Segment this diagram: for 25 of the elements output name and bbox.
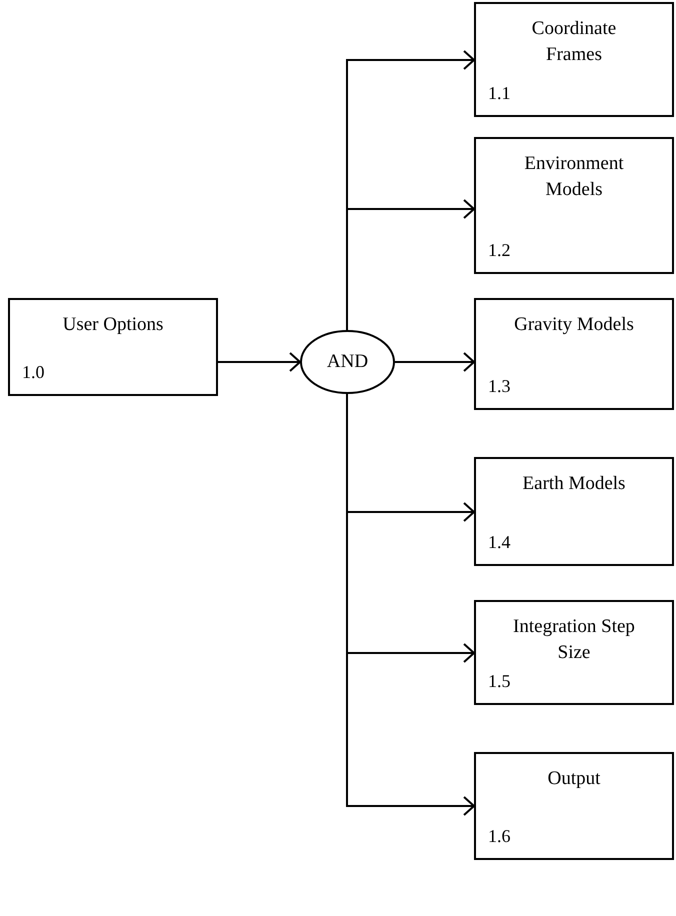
box-number: 1.0 xyxy=(22,361,46,384)
box-title: Environment Models xyxy=(523,152,625,202)
box-number: 1.1 xyxy=(488,82,512,105)
process-box xyxy=(474,2,674,117)
process-box xyxy=(8,298,218,396)
box-number: 1.5 xyxy=(488,670,512,693)
gate-label: AND xyxy=(326,350,368,374)
box-title: Gravity Models xyxy=(513,313,635,337)
process-box xyxy=(474,298,674,410)
box-title: Integration Step Size xyxy=(512,615,636,665)
process-box xyxy=(474,457,674,566)
box-number: 1.2 xyxy=(488,239,512,262)
arrow xyxy=(218,352,301,372)
box-title: Earth Models xyxy=(522,472,626,496)
box-title: Coordinate Frames xyxy=(530,17,618,67)
box-number: 1.6 xyxy=(488,825,512,848)
arrow xyxy=(395,352,475,372)
arrow xyxy=(346,199,475,330)
process-box xyxy=(474,137,674,274)
box-title: User Options xyxy=(62,313,164,337)
box-title: Output xyxy=(546,767,602,791)
process-box xyxy=(474,600,674,705)
box-number: 1.4 xyxy=(488,531,512,554)
box-number: 1.3 xyxy=(488,375,512,398)
process-box xyxy=(474,752,674,860)
